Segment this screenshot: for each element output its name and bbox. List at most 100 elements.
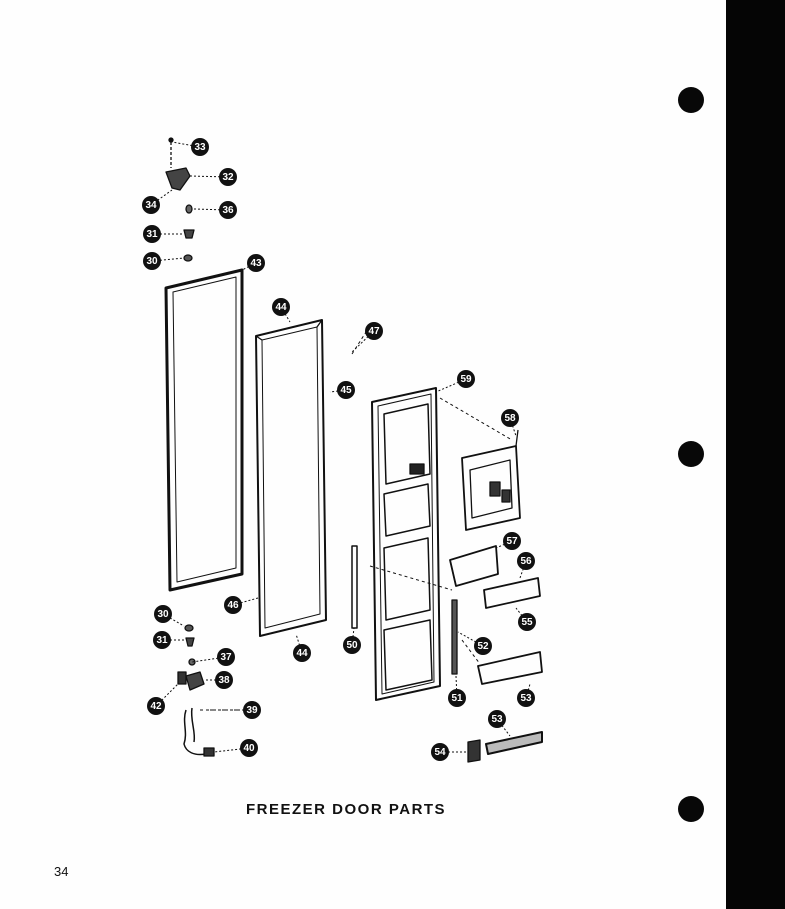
part-callout: 37 [191,648,235,666]
callout-number: 47 [368,326,380,337]
part-callout: 51 [448,675,466,707]
callout-bubble [143,252,161,270]
callout-bubble [143,225,161,243]
callout-number: 50 [346,640,358,651]
part-callout: 42 [147,683,179,715]
part-callout: 58 [501,409,519,437]
callout-number: 31 [146,229,158,240]
callout-bubble [365,322,383,340]
callout-bubble [147,697,165,715]
callout-number: 38 [218,675,230,686]
callout-number: 55 [521,617,533,628]
part-callout: 43 [241,254,265,272]
callout-leader [496,718,511,737]
callout-number: 36 [222,205,234,216]
door-liner [255,319,327,637]
binding-edge [726,0,785,909]
part-callout: 44 [293,633,311,662]
callout-number: 33 [194,142,206,153]
part-callout: 30 [154,605,185,627]
upper-hinge-assembly [165,137,195,262]
part-callout: 34 [142,189,173,214]
callout-leader [241,262,257,271]
binder-hole [678,796,704,822]
part-callout: 32 [189,168,237,186]
callout-number: 44 [275,302,287,313]
callout-number: 37 [220,652,232,663]
callout-bubble [240,739,258,757]
part-callout: 44 [272,298,291,323]
part-callout: 31 [143,225,184,243]
callout-number: 45 [340,385,352,396]
callout-bubble [154,605,172,623]
callout-bubble [219,201,237,219]
callout-number: 58 [504,413,516,424]
part-callout: 50 [343,627,361,654]
part-callout: 31 [153,631,184,649]
part-callout: 53 [488,710,511,737]
callout-number: 44 [296,648,308,659]
callout-bubble [219,168,237,186]
callout-number: 42 [150,701,162,712]
callout-number: 40 [243,743,255,754]
part-callout: 57 [495,532,521,550]
callout-bubble [337,381,355,399]
callout-number: 39 [246,705,258,716]
callout-number: 52 [477,641,489,652]
callout-bubble [503,532,521,550]
callout-number: 34 [145,200,157,211]
callout-leader [525,683,531,699]
callout-number: 30 [146,256,158,267]
callout-leader [519,560,527,579]
binder-hole [678,441,704,467]
part-callout: 33 [171,138,209,156]
callout-bubble [272,298,290,316]
callout-bubble [153,631,171,649]
door-shell [371,387,441,701]
part-callout: 46 [224,596,259,614]
part-callout: 45 [329,381,355,399]
callout-bubble [517,552,535,570]
binder-hole [678,87,704,113]
callout-number: 53 [520,693,532,704]
callout-number: 54 [434,747,446,758]
page-title: FREEZER DOOR PARTS [246,801,447,818]
part-callout: 39 [210,701,261,719]
callout-number: 57 [506,536,518,547]
callout-bubble [142,196,160,214]
callout-number: 51 [451,693,463,704]
callout-bubble [191,138,209,156]
part-callout: 56 [517,552,535,579]
part-callout: 40 [213,739,258,757]
callout-number: 56 [520,556,532,567]
callout-number: 30 [157,609,169,620]
callout-number: 53 [491,714,503,725]
callout-bubble [243,701,261,719]
callout-leader [295,633,303,654]
shelf-bins [449,545,543,763]
callout-bubble [448,689,466,707]
callout-bubble [518,613,536,631]
callout-bubble [488,710,506,728]
part-callout: 47 [351,322,383,353]
callout-bubble [501,409,519,427]
callout-number: 31 [156,635,168,646]
part-callout: 53 [517,683,535,707]
part-callout: 38 [204,671,233,689]
callout-bubble [215,671,233,689]
part-callout: 55 [515,607,536,631]
callout-number: 43 [250,258,262,269]
lower-hinge-assembly [177,624,215,757]
callout-bubble [517,689,535,707]
callout-bubble [293,644,311,662]
part-callout: 36 [193,201,237,219]
callout-bubble [474,637,492,655]
callout-number: 32 [222,172,234,183]
callout-bubble [224,596,242,614]
dispenser-housing [461,429,521,531]
callout-bubble [247,254,265,272]
page-number: 34 [54,864,69,879]
callout-bubble [217,648,235,666]
